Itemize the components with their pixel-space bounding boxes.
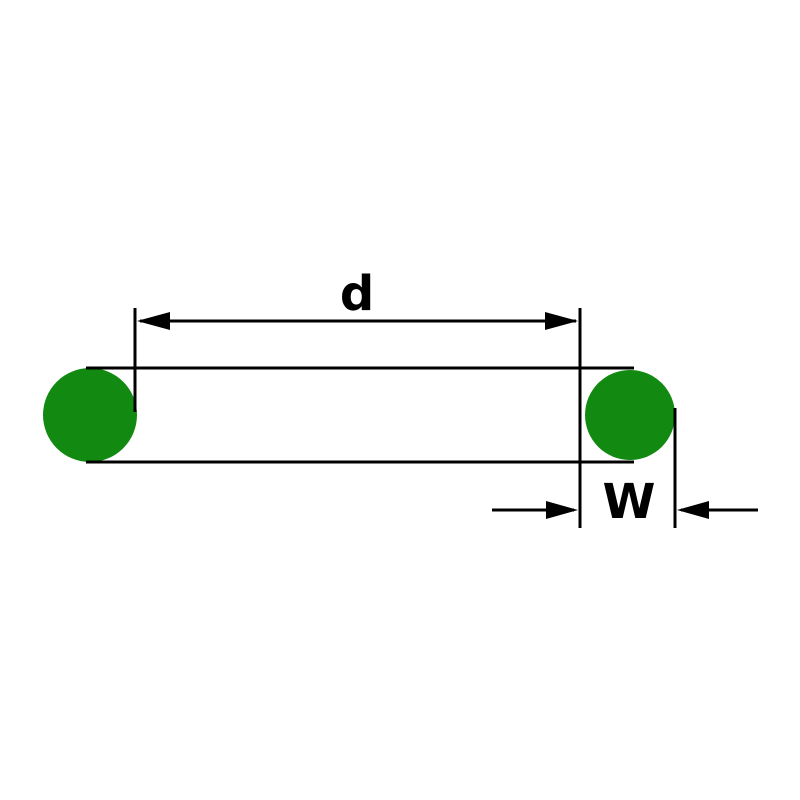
w-arrowhead-right-icon <box>677 501 709 519</box>
cross-section-width-label: W <box>603 474 656 530</box>
o-ring-left-cross-section-circle <box>43 368 137 462</box>
d-arrowhead-right-icon <box>545 312 578 330</box>
d-arrowhead-left-icon <box>137 312 170 330</box>
o-ring-right-cross-section-circle <box>585 370 675 460</box>
inner-diameter-label: d <box>340 266 374 322</box>
w-arrowhead-left-icon <box>546 501 578 519</box>
